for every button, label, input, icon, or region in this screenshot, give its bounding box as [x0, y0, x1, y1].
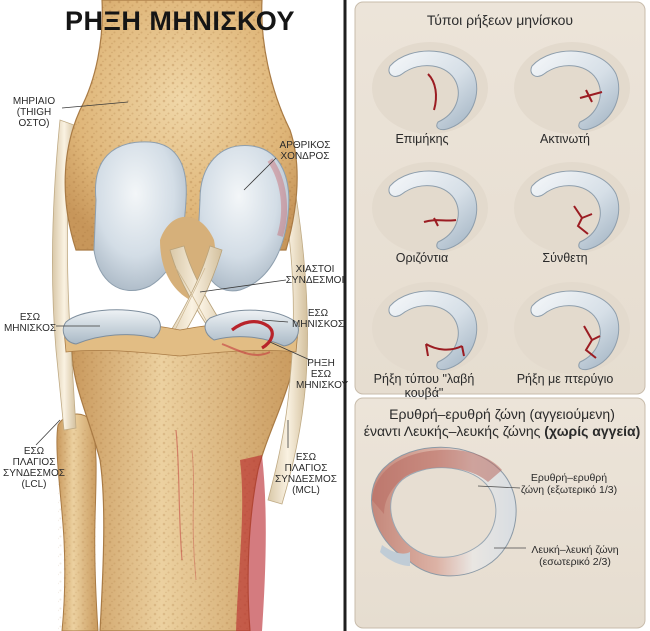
- label-white-zone: Λευκή–λευκή ζώνη(εσωτερικό 2/3): [531, 544, 619, 568]
- meniscus-zone-ring: [371, 446, 517, 577]
- meniscus-crescent: [530, 50, 620, 131]
- red-zone-band: [372, 449, 502, 514]
- meniscus-tear-mark: [231, 320, 274, 350]
- lcl-ligament: [52, 119, 77, 431]
- meniscus-crescent: [388, 290, 478, 371]
- tear-mark: [423, 217, 457, 227]
- knee-illustration: [35, 0, 311, 631]
- crescent-complex: [514, 162, 630, 254]
- tear-mark: [427, 73, 437, 111]
- crescent-radial: [514, 42, 630, 134]
- tear-mark: [425, 343, 465, 357]
- red-zone-leader: [477, 485, 521, 489]
- tear-type-crescents: [372, 42, 630, 374]
- medial-meniscus: [204, 309, 299, 347]
- tear-mark: [573, 205, 593, 235]
- caption-flap: Ρήξη με πτερύγιο: [516, 372, 614, 386]
- caption-bucket-handle: Ρήξη τύπου "λαβή κουβά": [373, 372, 475, 400]
- tear-mark: [579, 89, 603, 103]
- meniscus-crescent: [530, 170, 620, 251]
- caption-horizontal: Οριζόντια: [395, 251, 449, 265]
- label-femur: ΜΗΡΙΑΙΟ(THIGH ΟΣΤΟ): [12, 96, 56, 129]
- meniscus-crescent: [388, 170, 478, 251]
- caption-radial: Ακτινωτή: [539, 132, 591, 146]
- crescent-flap: [514, 282, 630, 374]
- vascular-zone-panel: [354, 397, 646, 629]
- meniscus-crescent: [388, 50, 478, 131]
- page-title: ΡΗΞΗ ΜΗΝΙΣΚΟΥ: [64, 6, 296, 36]
- leader-lines: [35, 101, 311, 448]
- crescent-longitudinal: [372, 42, 488, 134]
- tear-types-title: Τύποι ρήξεων μηνίσκου: [426, 12, 574, 28]
- caption-complex: Σύνθετη: [542, 251, 588, 265]
- lateral-meniscus: [62, 309, 161, 345]
- caption-longitudinal: Επιμήκης: [395, 132, 449, 146]
- crescent-horizontal: [372, 162, 488, 254]
- zone-title: Ερυθρή–ερυθρή ζώνη (αγγειούμενη) έναντι …: [363, 406, 641, 439]
- meniscus-crescent: [530, 290, 620, 371]
- crescent-bucket-handle: [372, 282, 488, 374]
- tear-mark: [583, 325, 601, 359]
